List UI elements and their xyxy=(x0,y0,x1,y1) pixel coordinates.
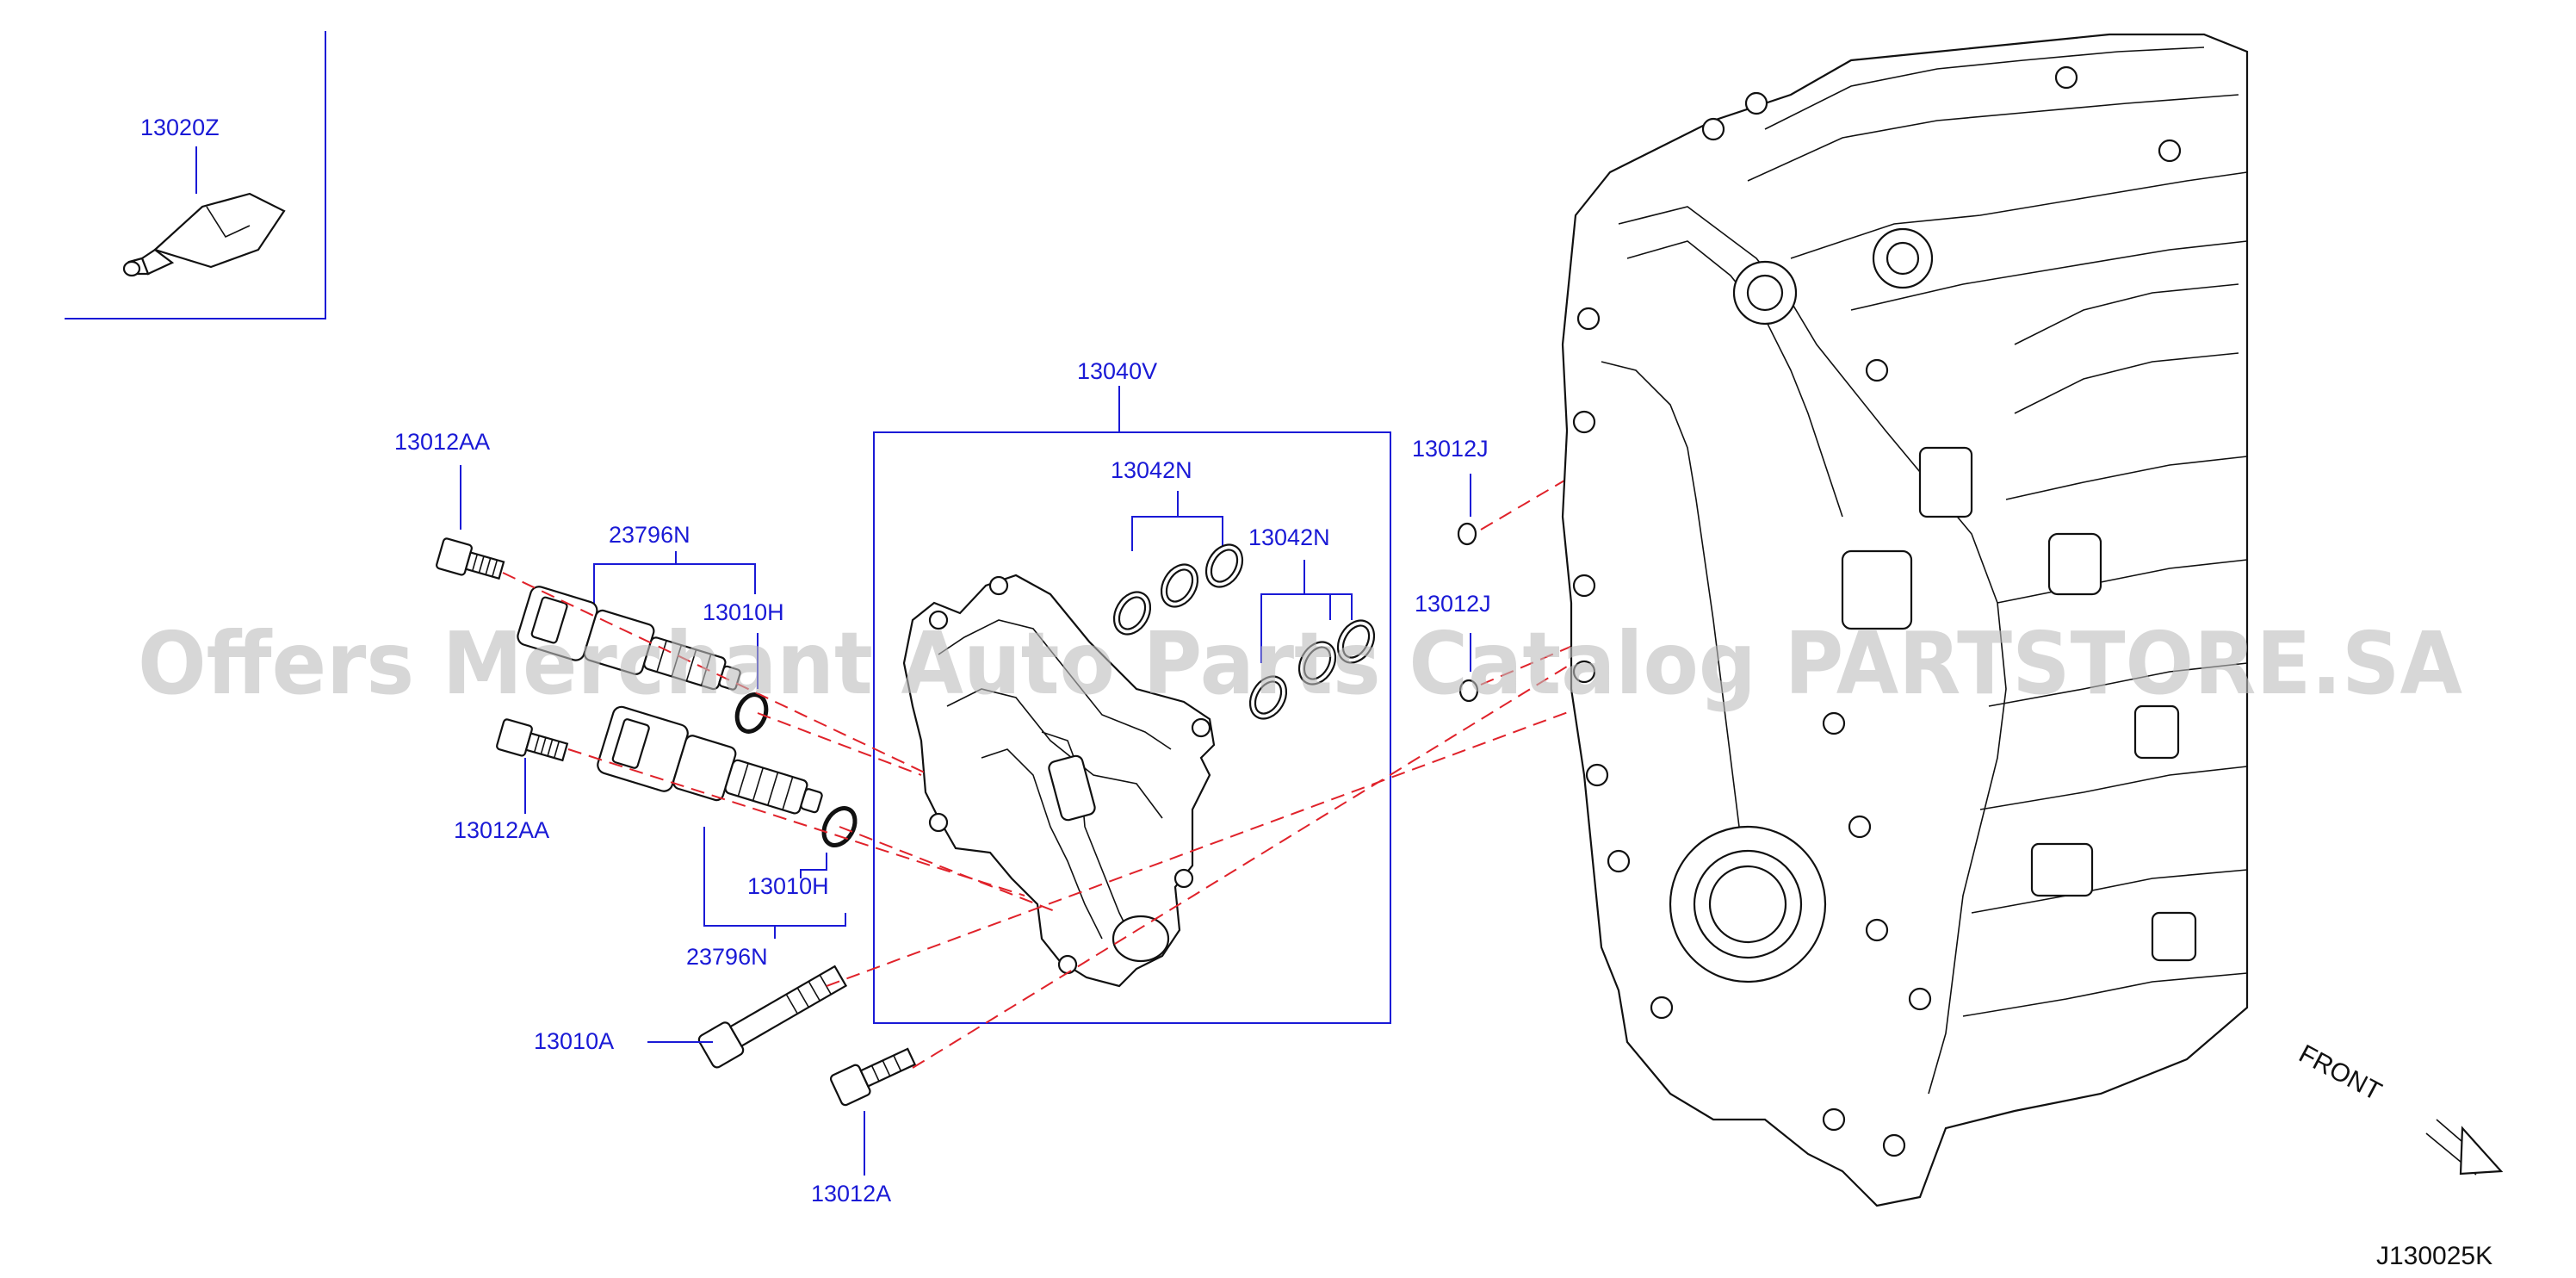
label-sealant: 13020Z xyxy=(140,115,220,140)
sealant-tube-icon xyxy=(122,192,286,277)
plug-mid-part xyxy=(1458,679,1479,703)
label-oring-bottom: 13010H xyxy=(747,873,829,899)
gasket-right-rings xyxy=(1248,619,1376,720)
label-bolt-long: 13010A xyxy=(534,1028,614,1054)
label-oring-top: 13010H xyxy=(703,599,784,625)
sealant-group: 13020Z xyxy=(65,31,326,320)
solenoid-top-part xyxy=(517,586,741,691)
bolt-top-left-part xyxy=(436,537,505,580)
diagram-code: J130025K xyxy=(2376,1242,2492,1270)
label-bolt-mid-left: 13012AA xyxy=(454,817,549,843)
front-direction-indicator: FRONT xyxy=(2294,1039,2504,1176)
label-cover-assembly: 13040V xyxy=(1077,358,1157,384)
sealant-box-border xyxy=(65,31,326,320)
plugs-group: 13012J 13012J xyxy=(1412,436,1491,703)
label-bolt-bottom: 13012A xyxy=(811,1181,891,1207)
label-bolt-top-left: 13012AA xyxy=(394,429,490,455)
bolt-mid-left-part xyxy=(496,718,569,762)
engine-block-part xyxy=(1561,33,2249,1207)
front-label: FRONT xyxy=(2294,1039,2387,1107)
label-solenoid-bottom: 23796N xyxy=(686,944,768,970)
oring-top-part xyxy=(734,692,769,734)
bolt-long-part xyxy=(697,965,848,1069)
label-gasket-top: 13042N xyxy=(1111,457,1192,483)
plug-top-part xyxy=(1457,522,1477,546)
solenoid-bottom-part xyxy=(597,705,823,815)
gasket-top-rings xyxy=(1112,543,1244,636)
timing-cover-part xyxy=(902,574,1216,988)
label-gasket-right: 13042N xyxy=(1248,524,1330,550)
watermark-text: Offers Merchant Auto Parts Catalog PARTS… xyxy=(138,613,2462,714)
oring-bottom-part xyxy=(821,806,858,847)
cover-assembly-box xyxy=(873,431,1391,1024)
front-arrow-icon xyxy=(2425,1119,2504,1176)
bolt-bottom-part xyxy=(829,1047,917,1107)
label-solenoid-top: 23796N xyxy=(609,522,690,548)
label-plug-mid: 13012J xyxy=(1415,591,1491,617)
label-plug-top: 13012J xyxy=(1412,436,1489,462)
left-parts-group: 13012AA 23796N 13010H 13012AA xyxy=(394,429,917,1207)
cover-assembly-group: 13040V 13042N xyxy=(873,358,1391,1024)
